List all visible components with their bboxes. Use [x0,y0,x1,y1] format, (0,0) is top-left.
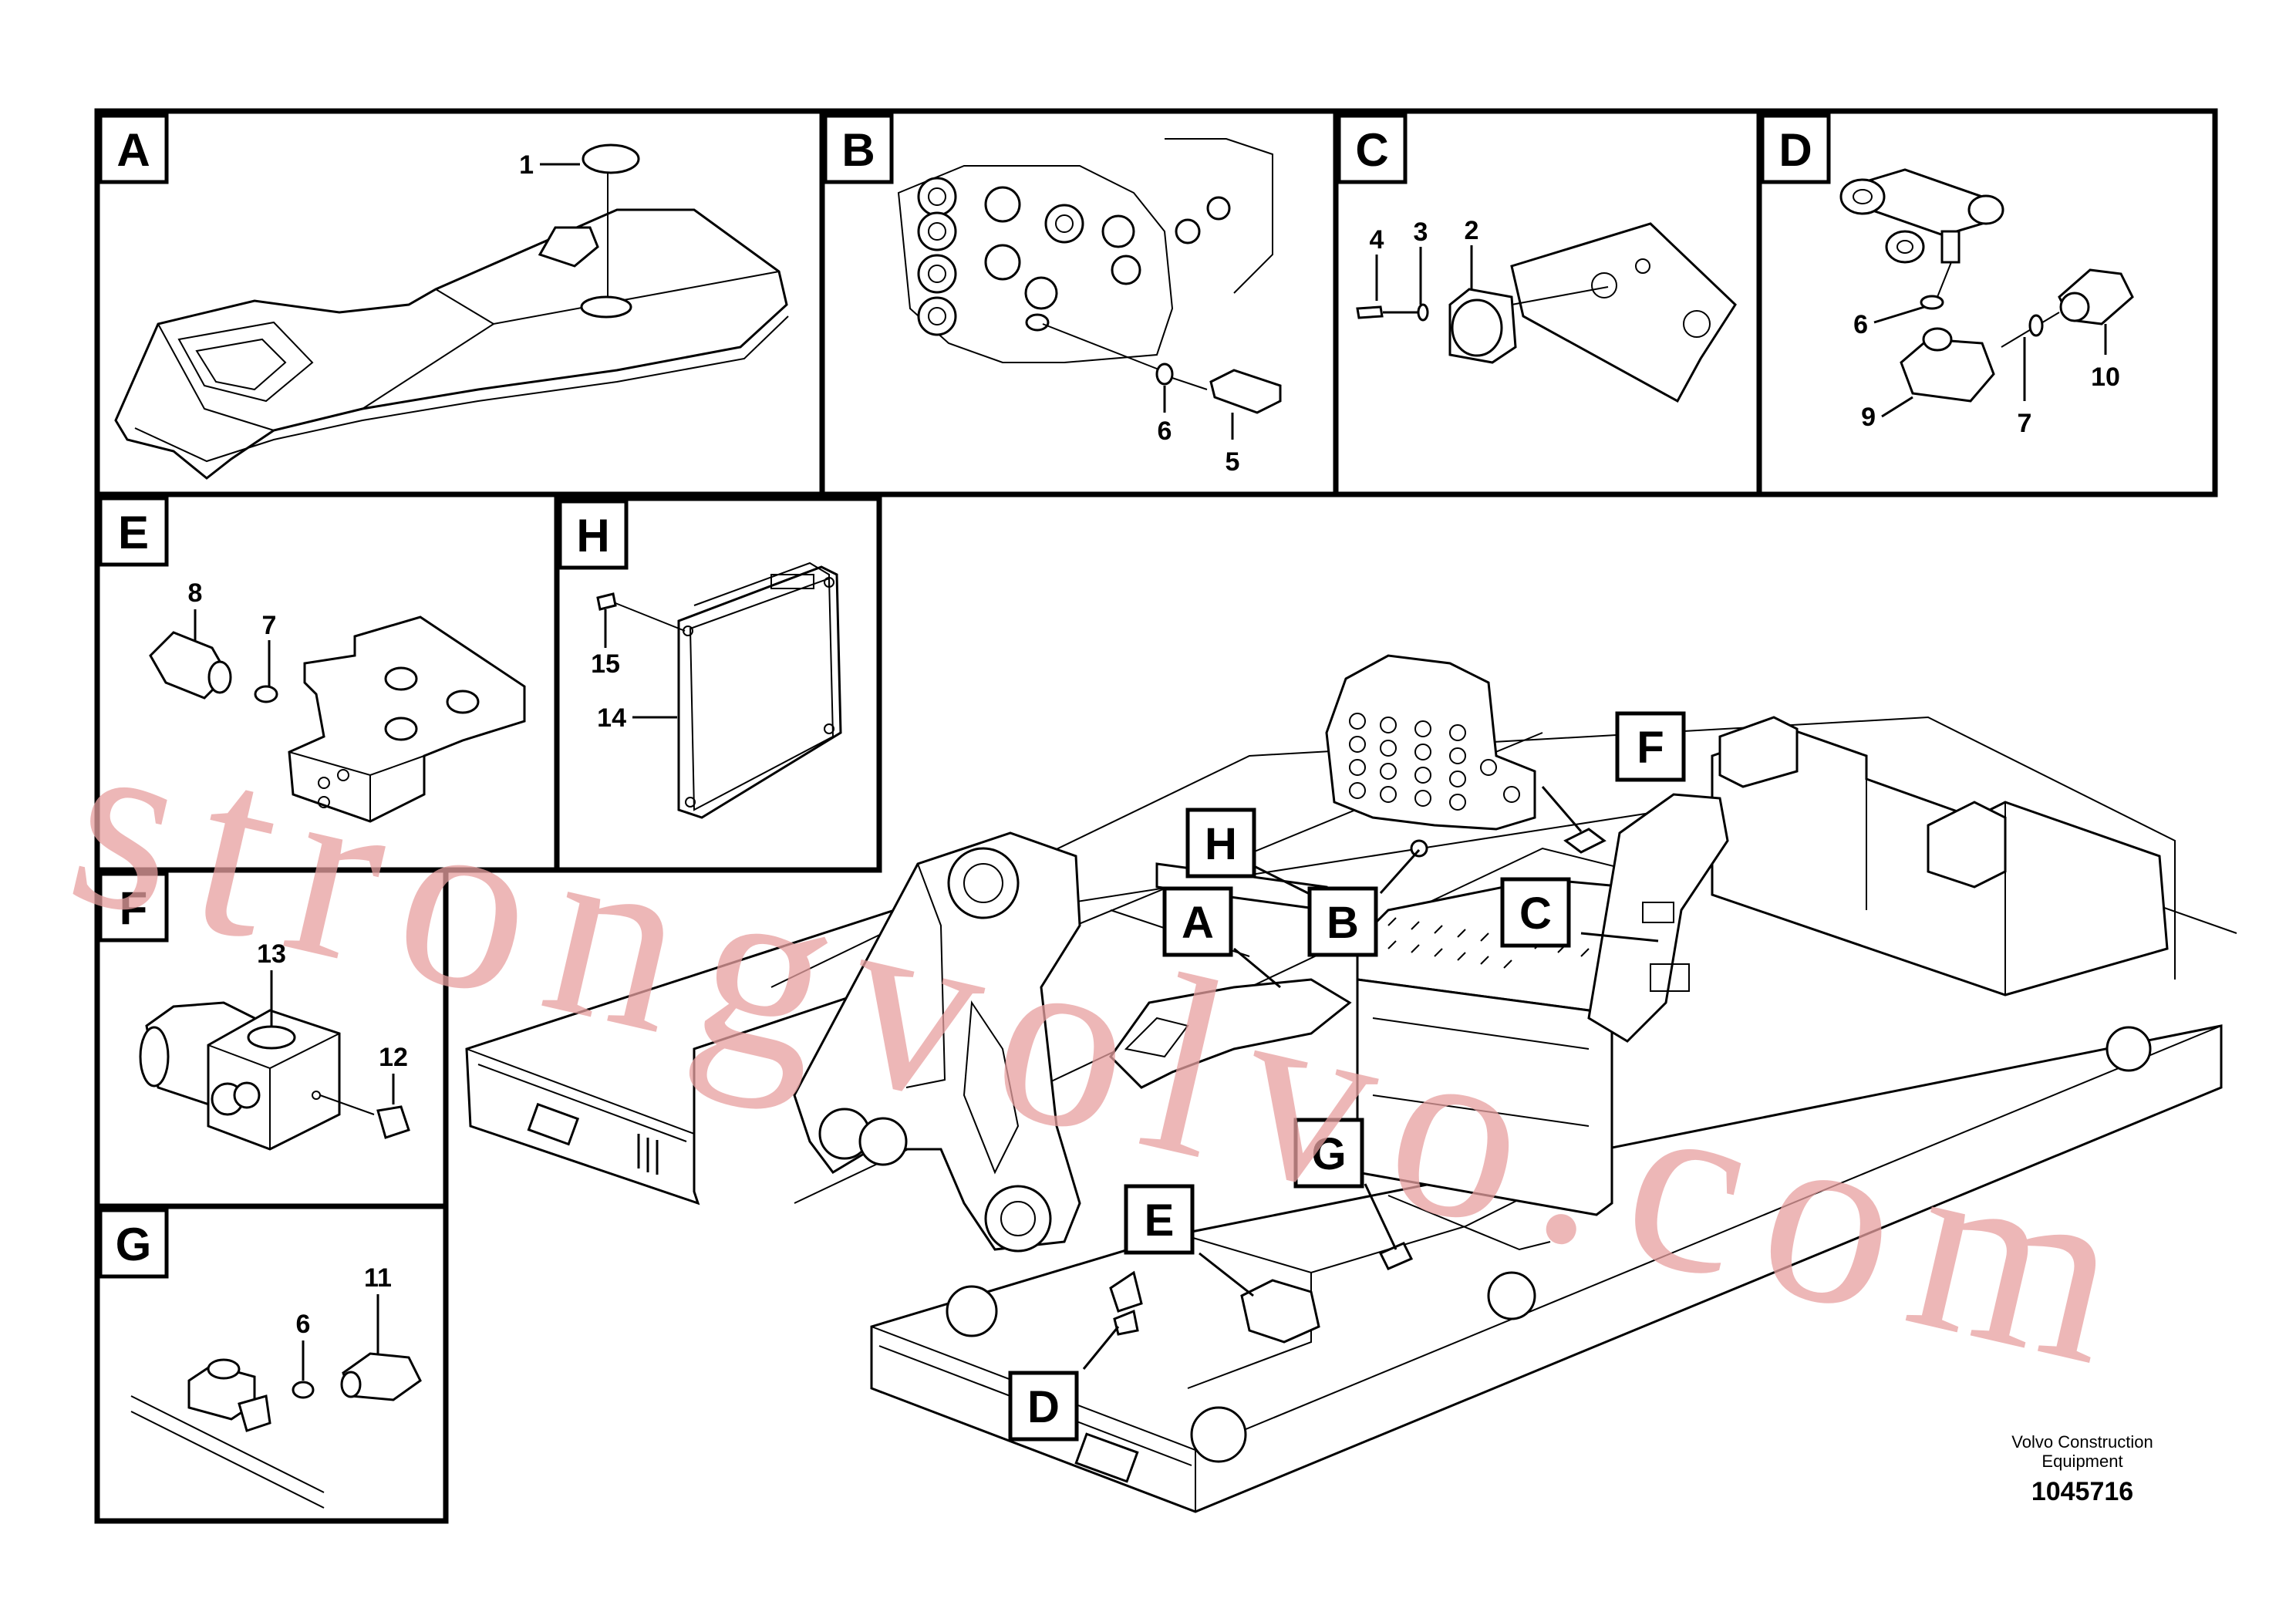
valve-block-13 [207,1009,341,1151]
panel-h-drawing: 15 14 [591,561,842,819]
panel-h-label: H [558,499,629,570]
part-number-9: 9 [1861,403,1876,432]
panel-d-letter: D [1778,124,1812,176]
part-number-8: 8 [188,578,203,608]
washer-3 [1417,303,1429,322]
part-number-14: 14 [597,703,626,733]
ecu-14 [677,565,842,819]
main-frame-drawing [465,654,2237,1513]
part-number-15: 15 [591,649,620,679]
o-ring-7e [254,685,278,703]
footer-company-line2: Equipment [2041,1452,2122,1471]
panel-a-letter: A [116,124,150,176]
panel-d-label: D [1760,113,1831,184]
panel-d-drawing: 6 9 7 10 [1839,168,2134,438]
screw-4 [1356,305,1384,319]
callout-f: F [1615,711,1686,782]
o-ring-6g [292,1381,315,1399]
footer-company-line1: Volvo Construction [2011,1432,2153,1452]
plug-part-1 [582,143,640,174]
callout-d: D [1008,1371,1079,1442]
part-number-12: 12 [379,1043,408,1072]
panel-g-label: G [98,1208,169,1279]
panel-g-letter: G [116,1219,152,1270]
bolt-12 [376,1105,410,1139]
part-number-3: 3 [1414,218,1428,247]
part-number-5: 5 [1226,447,1240,477]
panel-b-letter: B [841,124,875,176]
panel-e-label: E [98,496,169,567]
panel-c-label: C [1337,113,1408,184]
callout-f-letter: F [1637,723,1664,773]
panel-b-label: B [823,113,894,184]
panel-g-drawing: 6 11 [130,1263,422,1509]
console-body [114,208,788,480]
console-a-small [1109,978,1352,1089]
callout-g: G [1293,1118,1364,1189]
callout-boxes: H A B F C G E D [1008,711,1686,1442]
footer: Volvo Construction Equipment 1045716 [2011,1432,2153,1506]
part-number-6b: 6 [1158,416,1172,446]
part-number-10: 10 [2091,363,2120,392]
sensor-5 [1209,369,1282,414]
part-number-7d: 7 [2018,409,2032,438]
console-small [1587,793,1729,1043]
console-bump [538,226,599,268]
callout-b-letter: B [1327,898,1359,948]
callout-g-letter: G [1311,1129,1346,1179]
panel-f-label: F [98,872,169,943]
part-number-6g: 6 [296,1310,311,1339]
adapter-9 [1900,338,1995,403]
part-number-7e: 7 [262,611,277,640]
panel-h-letter: H [576,510,609,561]
panel-a-label: A [98,113,169,184]
part-number-4: 4 [1370,225,1384,255]
callout-c: C [1500,877,1571,948]
panel-frames [94,108,2218,1524]
panel-e-letter: E [118,507,149,558]
part-number-11: 11 [364,1263,392,1293]
o-ring-6d [1920,295,1944,310]
callout-e: E [1124,1184,1195,1255]
part-number-13: 13 [257,939,286,969]
callout-c-letter: C [1519,889,1552,939]
panel-b-drawing: 6 5 [897,138,1282,477]
part-number-2: 2 [1465,216,1479,245]
footer-doc-number: 1045716 [2031,1477,2133,1506]
panel-letter-boxes: A B C D E H F G [98,113,1831,1279]
panel-c-letter: C [1355,124,1388,176]
panel-f-drawing: 13 12 [139,939,410,1151]
screw-15 [596,592,617,611]
panel-a-drawing: 1 [114,143,789,480]
o-ring-6 [1155,363,1174,386]
callout-a-letter: A [1182,898,1214,948]
callout-b: B [1307,886,1378,957]
part-number-6d: 6 [1853,310,1868,339]
callout-e-letter: E [1145,1195,1175,1246]
control-valve-stack [1325,654,1536,831]
part-number-1: 1 [519,150,534,180]
callout-h-letter: H [1205,819,1237,869]
panel-e-drawing: 8 7 [149,578,526,823]
console-hole [580,295,632,319]
callout-a: A [1162,886,1233,957]
panel-f-letter: F [120,882,148,934]
o-ring-7d [2028,314,2044,337]
vent-slots [637,1134,659,1175]
callout-d-letter: D [1027,1382,1060,1432]
callout-h: H [1185,808,1256,878]
panel-c-drawing: 4 3 2 [1356,216,1737,403]
bracket [1510,222,1737,403]
